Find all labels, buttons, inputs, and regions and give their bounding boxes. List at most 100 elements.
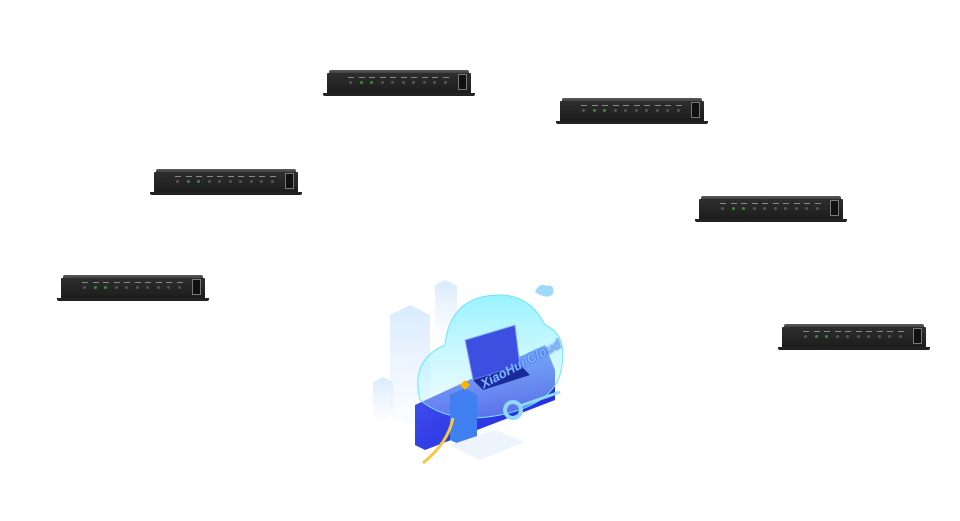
port-icon: [270, 180, 274, 183]
port-label: [248, 176, 255, 177]
device-front-panel: [61, 278, 205, 299]
port-icon: [186, 180, 190, 183]
device-base: [695, 219, 847, 222]
port-label: [400, 77, 407, 78]
power-switch: [192, 279, 201, 295]
port-label: [124, 282, 130, 283]
port-label: [855, 331, 862, 332]
port-label: [103, 282, 109, 283]
device-front-panel: [560, 101, 704, 122]
network-device-2: [556, 98, 708, 126]
device-base: [556, 121, 708, 124]
port-label: [730, 203, 737, 204]
port-icon: [197, 180, 200, 183]
port-icon: [603, 109, 606, 112]
port-label: [845, 331, 851, 332]
port-label: [238, 176, 244, 177]
port-icon: [207, 180, 211, 183]
port-icon: [422, 81, 426, 84]
device-top: [784, 324, 924, 328]
port-label: [145, 282, 151, 283]
port-icon: [433, 81, 436, 84]
port-label: [421, 77, 428, 78]
port-label: [824, 331, 830, 332]
port-label: [591, 105, 598, 106]
port-icon: [835, 335, 839, 338]
power-switch: [913, 328, 922, 344]
port-label: [259, 176, 265, 177]
power-switch: [458, 74, 467, 90]
port-label: [155, 282, 162, 283]
port-icon: [773, 207, 777, 210]
port-icon: [666, 109, 669, 112]
port-icon: [613, 109, 617, 112]
port-label: [783, 203, 789, 204]
network-device-3: [150, 169, 302, 197]
port-icon: [135, 286, 139, 289]
port-icon: [146, 286, 149, 289]
port-icon: [582, 109, 585, 112]
port-icon: [177, 286, 181, 289]
port-label: [665, 105, 671, 106]
port-icon: [176, 180, 179, 183]
port-label: [369, 77, 375, 78]
port-label: [876, 331, 883, 332]
port-label: [175, 176, 181, 177]
port-icon: [888, 335, 891, 338]
port-icon: [239, 180, 242, 183]
port-label: [442, 77, 449, 78]
network-device-6: [778, 324, 930, 352]
port-icon: [401, 81, 405, 84]
device-base: [778, 347, 930, 350]
port-label: [217, 176, 223, 177]
port-icon: [721, 207, 724, 210]
device-front-panel: [782, 327, 926, 348]
device-top: [329, 70, 469, 74]
power-switch: [691, 102, 700, 118]
port-label: [612, 105, 619, 106]
port-label: [803, 331, 809, 332]
port-icon: [763, 207, 766, 210]
port-label: [887, 331, 893, 332]
device-front-panel: [154, 172, 298, 193]
port-icon: [125, 286, 128, 289]
port-label: [581, 105, 587, 106]
device-top: [63, 275, 203, 279]
device-top: [701, 196, 841, 200]
port-icon: [104, 286, 107, 289]
port-label: [176, 282, 183, 283]
port-icon: [877, 335, 881, 338]
device-front-panel: [327, 73, 471, 94]
port-label: [432, 77, 438, 78]
cloud-illustration: [373, 280, 564, 465]
device-base: [150, 192, 302, 195]
port-label: [113, 282, 120, 283]
port-label: [390, 77, 396, 78]
port-label: [602, 105, 608, 106]
key-icon: [503, 400, 523, 420]
port-icon: [742, 207, 745, 210]
port-label: [379, 77, 386, 78]
server-icon: [450, 388, 477, 447]
port-label: [196, 176, 202, 177]
network-device-5: [57, 275, 209, 303]
port-label: [751, 203, 758, 204]
port-label: [675, 105, 682, 106]
port-icon: [856, 335, 860, 338]
port-icon: [260, 180, 263, 183]
cable: [422, 417, 455, 465]
port-icon: [624, 109, 627, 112]
device-top: [562, 98, 702, 102]
port-label: [623, 105, 629, 106]
device-top: [156, 169, 296, 173]
port-label: [185, 176, 192, 177]
port-icon: [752, 207, 756, 210]
port-label: [92, 282, 99, 283]
port-label: [813, 331, 820, 332]
port-icon: [391, 81, 394, 84]
small-cloud-icon: [535, 284, 554, 297]
port-icon: [93, 286, 97, 289]
port-label: [866, 331, 872, 332]
port-label: [654, 105, 661, 106]
port-label: [206, 176, 213, 177]
